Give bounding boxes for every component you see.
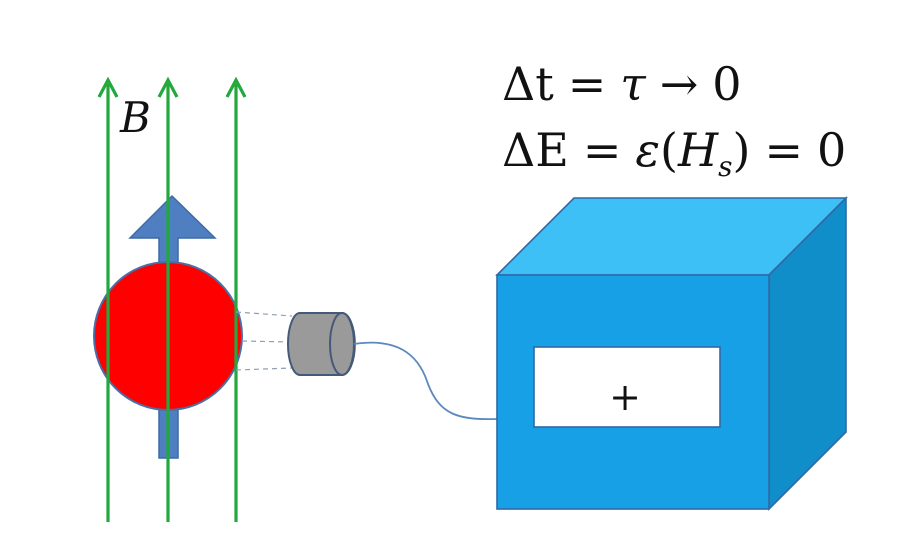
eq2-arg: H: [677, 123, 719, 177]
eq2-sub: s: [718, 150, 732, 183]
eq2-lhs: ΔE: [502, 123, 569, 177]
display-symbol: +: [609, 375, 641, 419]
detector-cylinder-icon: [287, 312, 356, 376]
equation-line-1: Δt=τ→0: [502, 57, 742, 111]
cable: [353, 341, 498, 420]
eq1-mid: τ: [620, 57, 647, 111]
meter-box-icon: +: [495, 196, 848, 511]
eq1-rhs: 0: [712, 57, 741, 111]
sight-lines: [235, 311, 293, 371]
eq1-arrow: →: [660, 57, 699, 111]
equation-line-2: ΔE=ε(Hs)=0: [502, 123, 846, 183]
field-label: B: [119, 93, 151, 142]
field-lines: [97, 76, 247, 522]
eq2-func: ε: [635, 123, 660, 177]
eq1-lhs: Δt: [502, 57, 554, 111]
display-window: [533, 346, 721, 428]
eq2-rhs: 0: [817, 123, 846, 177]
